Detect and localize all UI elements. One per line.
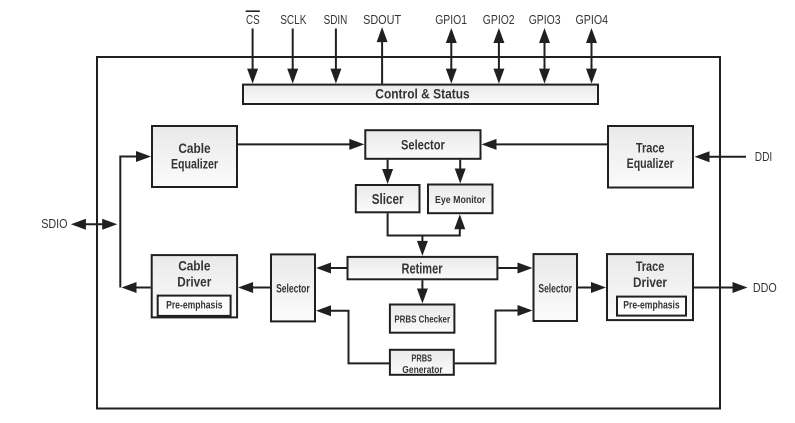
svg-text:Driver: Driver — [177, 274, 211, 290]
svg-text:Generator: Generator — [402, 364, 442, 376]
svg-text:Slicer: Slicer — [372, 191, 404, 208]
svg-text:PRBS: PRBS — [411, 352, 432, 364]
svg-text:Selector: Selector — [276, 281, 310, 295]
svg-text:GPIO1: GPIO1 — [435, 12, 467, 27]
svg-text:GPIO3: GPIO3 — [529, 12, 561, 27]
svg-text:CS: CS — [246, 12, 260, 27]
svg-text:Pre-emphasis: Pre-emphasis — [166, 299, 222, 311]
svg-text:Cable: Cable — [178, 258, 210, 274]
svg-text:Pre-emphasis: Pre-emphasis — [623, 299, 679, 311]
svg-text:Equalizer: Equalizer — [627, 155, 675, 171]
svg-text:SDIO: SDIO — [41, 216, 67, 231]
svg-text:GPIO2: GPIO2 — [483, 12, 515, 27]
svg-text:SDIN: SDIN — [324, 12, 348, 27]
svg-text:Driver: Driver — [633, 274, 667, 290]
svg-text:Selector: Selector — [538, 281, 572, 295]
svg-text:Equalizer: Equalizer — [171, 156, 219, 172]
svg-text:Trace: Trace — [636, 140, 665, 156]
svg-text:GPIO4: GPIO4 — [576, 12, 609, 27]
svg-text:PRBS Checker: PRBS Checker — [394, 313, 450, 325]
svg-text:Selector: Selector — [401, 137, 445, 153]
svg-text:SDOUT: SDOUT — [363, 12, 401, 27]
svg-text:Control & Status: Control & Status — [375, 86, 470, 102]
svg-text:DDI: DDI — [755, 149, 773, 164]
svg-text:Cable: Cable — [178, 140, 210, 156]
svg-text:DDO: DDO — [753, 280, 777, 295]
svg-text:Eye Monitor: Eye Monitor — [435, 195, 485, 206]
svg-text:Trace: Trace — [636, 258, 665, 274]
svg-text:SCLK: SCLK — [280, 12, 306, 27]
svg-text:Retimer: Retimer — [402, 261, 443, 278]
